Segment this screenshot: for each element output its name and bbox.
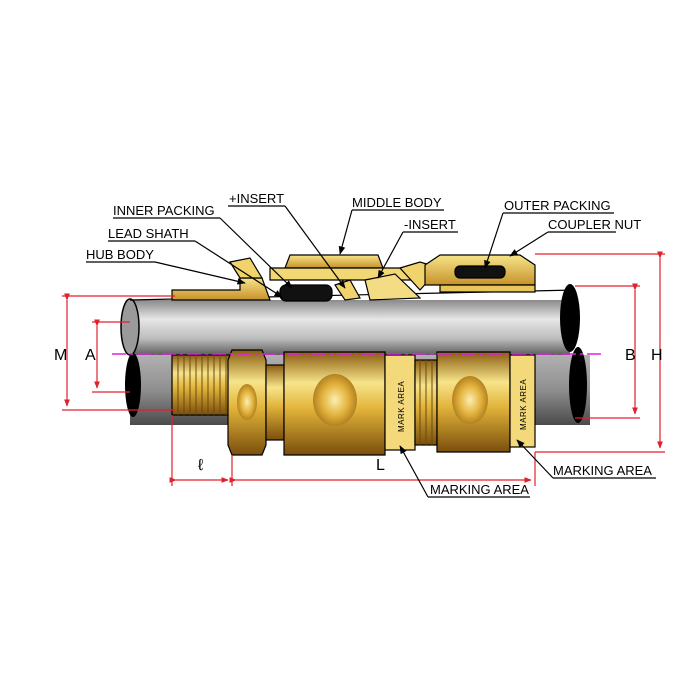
label-coupler-nut: COUPLER NUT — [548, 217, 641, 232]
mark-area-text-1: MARK AREA — [397, 381, 406, 432]
dim-l-big: L — [376, 457, 385, 474]
label-hub-body: HUB BODY — [86, 247, 154, 262]
label-lead-shath: LEAD SHATH — [108, 226, 189, 241]
upper-section — [171, 254, 536, 302]
label-inner-packing: INNER PACKING — [113, 203, 215, 218]
label-outer-packing: OUTER PACKING — [504, 198, 611, 213]
label-minus-insert: -INSERT — [404, 217, 456, 232]
label-middle-body: MIDDLE BODY — [352, 195, 442, 210]
dim-h: H — [651, 347, 663, 364]
dim-l-small: ℓ — [198, 457, 203, 474]
dim-b: B — [625, 347, 636, 364]
mark-area-text-2: MARK AREA — [519, 379, 528, 430]
label-plus-insert: +INSERT — [229, 191, 284, 206]
label-marking-area-bottom: MARKING AREA — [430, 482, 529, 497]
callout-leaders — [86, 205, 656, 498]
dim-m: M — [54, 347, 67, 364]
label-marking-area-right: MARKING AREA — [553, 463, 652, 478]
gland-body — [171, 349, 536, 456]
dim-a: A — [85, 347, 96, 364]
dimension-lines — [62, 251, 665, 486]
